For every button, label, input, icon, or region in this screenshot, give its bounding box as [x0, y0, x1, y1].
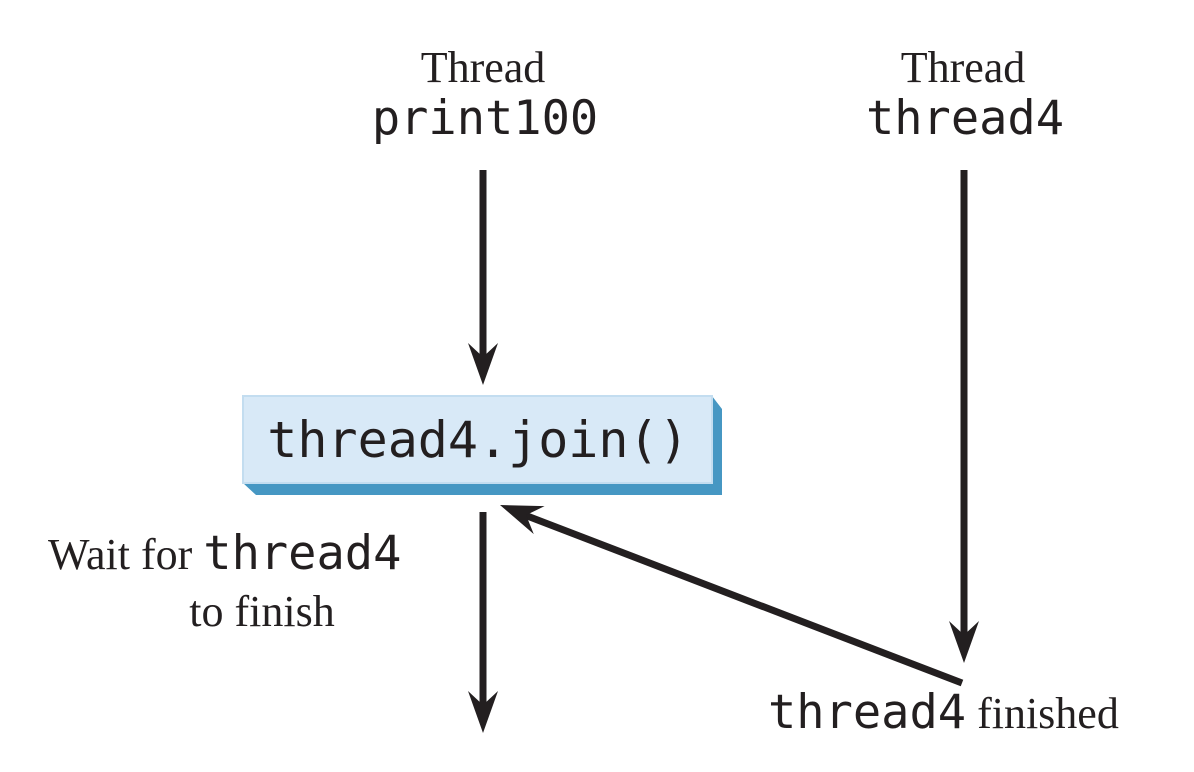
thread4-finished-notify-arrow [500, 505, 964, 687]
wait-note-line1: Wait for thread4 [48, 526, 401, 581]
continue-after-join-arrowhead-icon [468, 691, 498, 733]
join-box-shadow [243, 396, 722, 495]
thread4-finished-notify-arrowhead-icon [500, 505, 545, 535]
continue-after-join-arrow [468, 512, 498, 733]
wait-note-prefix: Wait for [48, 530, 203, 579]
thread4-thread-label-line2: thread4 [866, 91, 1064, 146]
join-box-label: thread4.join() [267, 411, 688, 469]
join-box-face [242, 395, 713, 484]
thread4-thread-label-line1: Thread [901, 43, 1026, 92]
wait-note-code: thread4 [203, 526, 401, 581]
print100-timeline-arrow [468, 170, 498, 385]
join-box: thread4.join() [242, 395, 722, 495]
finished-note-code: thread4 [768, 685, 966, 740]
wait-note-line2: to finish [189, 587, 334, 636]
thread4-timeline-arrowhead-icon [949, 621, 979, 663]
print100-thread-label-line2: print100 [372, 91, 598, 146]
finished-note-suffix: finished [966, 689, 1119, 738]
thread4-thread-label: Thread thread4 [866, 43, 1064, 146]
print100-thread-label: Thread print100 [372, 43, 598, 146]
finished-note: thread4 finished [768, 685, 1119, 740]
thread4-timeline-arrow [949, 170, 979, 663]
thread4-finished-notify-arrow-shaft [520, 510, 964, 687]
wait-note: Wait for thread4 to finish [48, 526, 401, 636]
print100-thread-label-line1: Thread [421, 43, 546, 92]
print100-timeline-arrowhead-icon [468, 343, 498, 385]
